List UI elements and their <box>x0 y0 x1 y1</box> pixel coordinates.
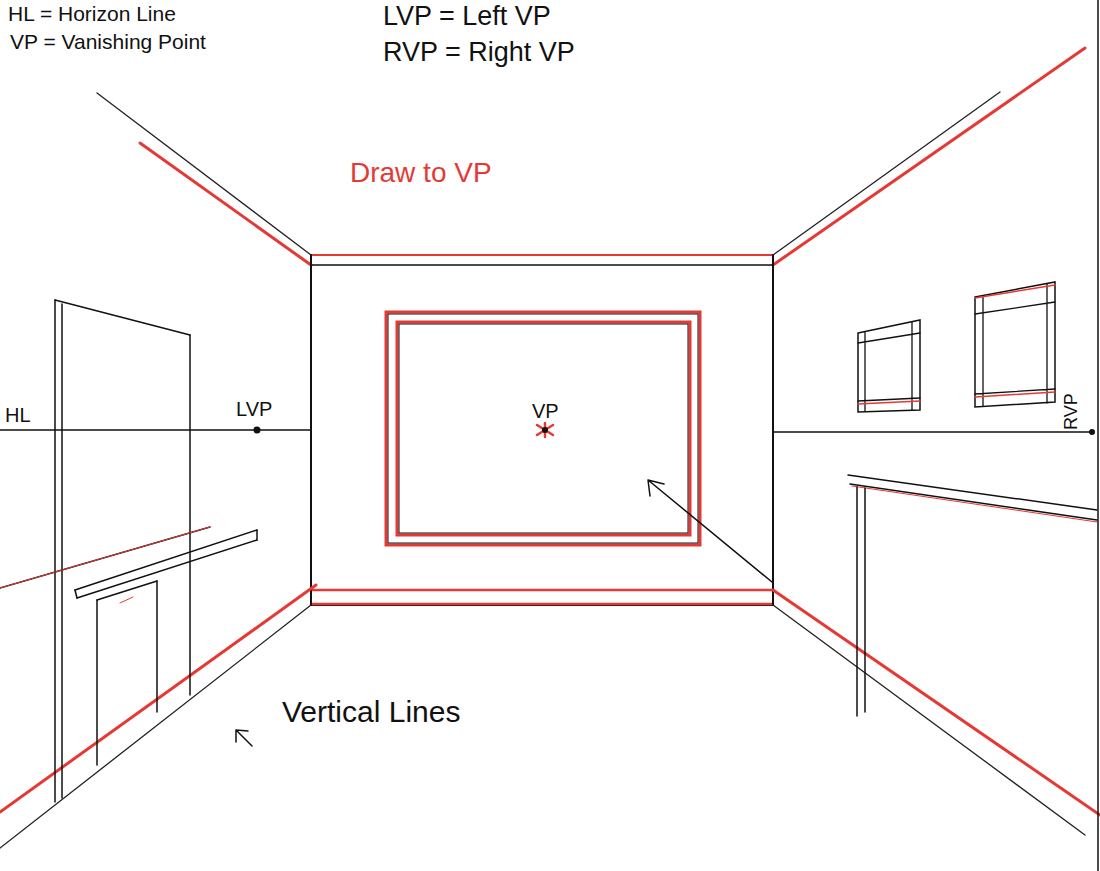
ceiling-edge <box>773 48 1085 265</box>
point-label: RVP <box>1062 393 1082 430</box>
wall-rail <box>75 590 77 598</box>
window <box>975 284 1055 406</box>
wall-edge <box>311 603 773 606</box>
window <box>975 282 1055 407</box>
window <box>858 320 920 412</box>
door-frame <box>61 304 63 798</box>
page-border <box>1097 0 1099 871</box>
wall-rail <box>77 540 257 598</box>
legend-note: LVP = Left VP <box>383 2 551 32</box>
wall-edge <box>311 254 773 256</box>
ceiling-edge <box>97 93 311 255</box>
wall-rail <box>256 530 258 540</box>
pointer-arrow <box>236 730 252 746</box>
point-label: LVP <box>236 398 272 420</box>
vanishing-point <box>1089 429 1095 435</box>
back-wall <box>311 255 773 605</box>
wall-edge <box>772 255 774 605</box>
picture-frame <box>386 312 700 545</box>
small-door <box>97 581 157 600</box>
picture-frame <box>397 322 690 535</box>
ceiling-edge <box>140 143 311 265</box>
window <box>975 285 1055 298</box>
door-frame <box>850 484 1097 520</box>
door-frame <box>55 300 190 335</box>
instruction-note: Vertical Lines <box>282 695 460 728</box>
legend-note: VP = Vanishing Point <box>10 30 206 53</box>
legend-note: HL = Horizon Line <box>8 2 176 25</box>
small-door <box>120 597 133 603</box>
window <box>858 322 920 411</box>
window <box>858 401 920 404</box>
floor-edge <box>773 590 1100 815</box>
wall-rail <box>75 530 257 590</box>
pointer-arrow <box>648 480 772 582</box>
vanishing-point <box>542 427 548 433</box>
floor-edge <box>0 585 316 812</box>
wall-edge <box>311 264 773 266</box>
vanishing-point <box>254 427 261 434</box>
small-door <box>156 581 158 712</box>
instruction-note: Draw to VP <box>350 158 492 189</box>
wall-rail <box>0 527 210 588</box>
door-frame <box>856 487 858 716</box>
door-frame <box>848 475 1097 510</box>
horizon-line <box>773 431 1094 433</box>
point-label: VP <box>532 400 559 422</box>
picture-frame <box>388 314 698 543</box>
picture-frame <box>399 324 688 533</box>
floor-edge <box>0 605 311 848</box>
window <box>975 392 1055 397</box>
floor-edge <box>773 605 1085 835</box>
wall-edge <box>311 589 773 592</box>
wall-rail <box>0 527 210 588</box>
door-frame <box>54 300 56 802</box>
horizon-line <box>0 429 311 431</box>
vanishing-point <box>537 423 553 437</box>
line-label: HL <box>5 404 31 426</box>
small-door <box>96 600 98 765</box>
door-frame <box>189 335 191 695</box>
door-frame <box>852 486 1097 522</box>
door-frame <box>864 488 866 712</box>
legend-note: RVP = Right VP <box>383 38 575 68</box>
ceiling-edge <box>773 92 1000 255</box>
